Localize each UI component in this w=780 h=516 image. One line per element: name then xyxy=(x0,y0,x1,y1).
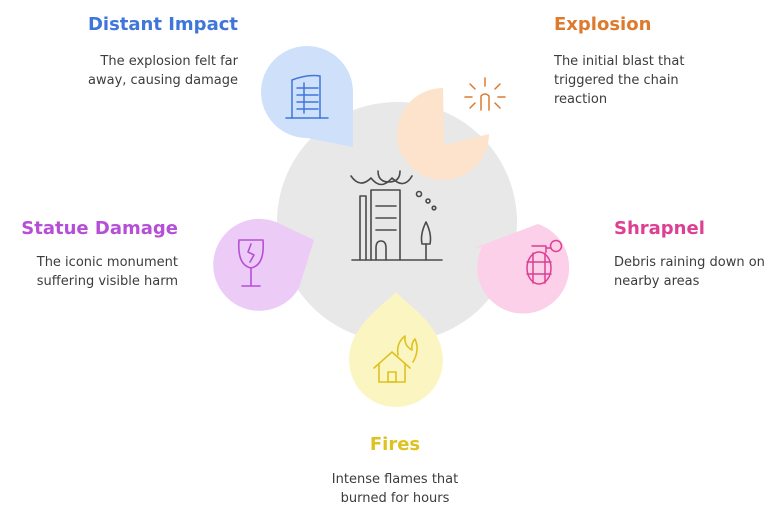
building-icon xyxy=(285,74,329,119)
fires-title: Fires xyxy=(369,434,421,455)
fires-drop xyxy=(349,292,444,408)
distant-impact-drop xyxy=(261,46,353,147)
distant-impact-description: The explosion felt far away, causing dam… xyxy=(88,54,238,88)
statue-damage-description: The iconic monument suffering visible ha… xyxy=(36,255,178,289)
cracked-glass-icon xyxy=(237,239,265,287)
explosion-title: Explosion xyxy=(554,14,652,35)
explosion-description: The initial blast that triggered the cha… xyxy=(554,54,685,107)
shrapnel-label: Shrapnel Debris raining down on nearby a… xyxy=(614,218,770,291)
blast-icon xyxy=(464,77,506,111)
fires-label: Fires Intense flames that burned for hou… xyxy=(300,434,490,508)
distant-impact-label: Distant Impact The explosion felt far aw… xyxy=(40,14,238,90)
shrapnel-title: Shrapnel xyxy=(614,218,705,239)
shrapnel-description: Debris raining down on nearby areas xyxy=(614,255,765,289)
burning-house-icon xyxy=(373,335,418,383)
distant-impact-title: Distant Impact xyxy=(87,14,238,35)
statue-damage-label: Statue Damage The iconic monument suffer… xyxy=(10,218,178,291)
factory-smoke-icon xyxy=(350,170,443,261)
explosion-drop xyxy=(397,88,489,180)
statue-damage-title: Statue Damage xyxy=(21,218,178,239)
fires-description: Intense flames that burned for hours xyxy=(331,472,459,506)
grenade-icon xyxy=(526,239,563,285)
explosion-label: Explosion The initial blast that trigger… xyxy=(554,14,724,109)
